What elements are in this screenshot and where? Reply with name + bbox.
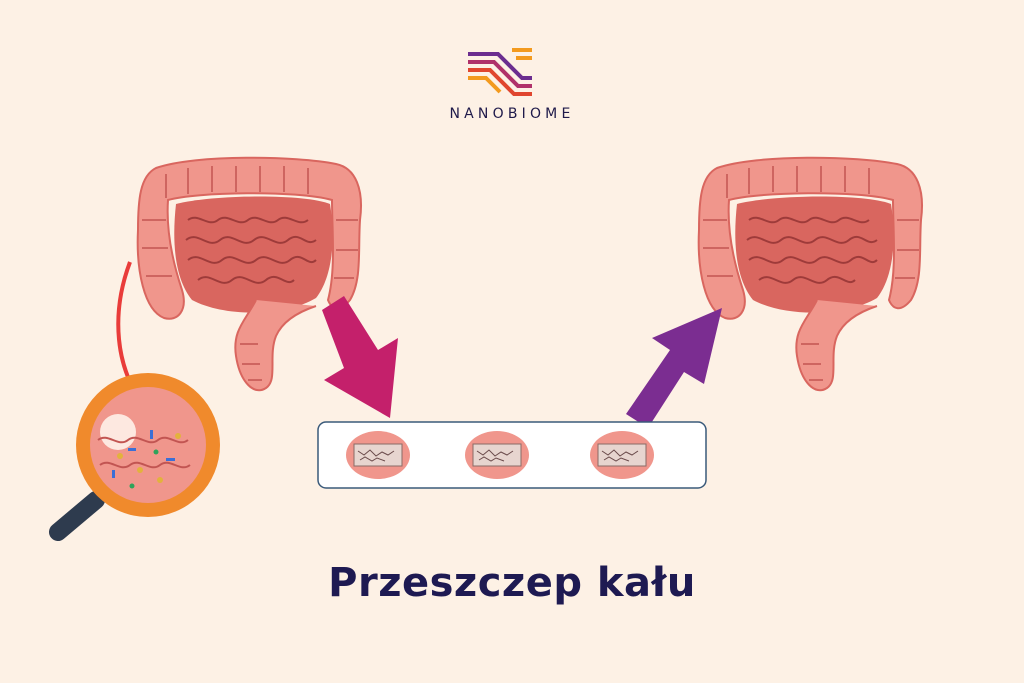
arrow-in bbox=[626, 308, 722, 428]
large-intestine-icon bbox=[136, 156, 362, 392]
arrow-out bbox=[322, 296, 398, 418]
capsule-icon bbox=[346, 431, 410, 479]
capsule-strip bbox=[317, 421, 707, 489]
large-intestine-icon bbox=[697, 156, 923, 392]
brand-name: NANOBIOME bbox=[449, 106, 575, 122]
magnifier-icon bbox=[49, 373, 220, 541]
page-title: Przeszczep kału bbox=[328, 560, 696, 606]
capsule-icon bbox=[590, 431, 654, 479]
capsule-icon bbox=[465, 431, 529, 479]
nanobiome-logo-icon bbox=[468, 48, 532, 96]
